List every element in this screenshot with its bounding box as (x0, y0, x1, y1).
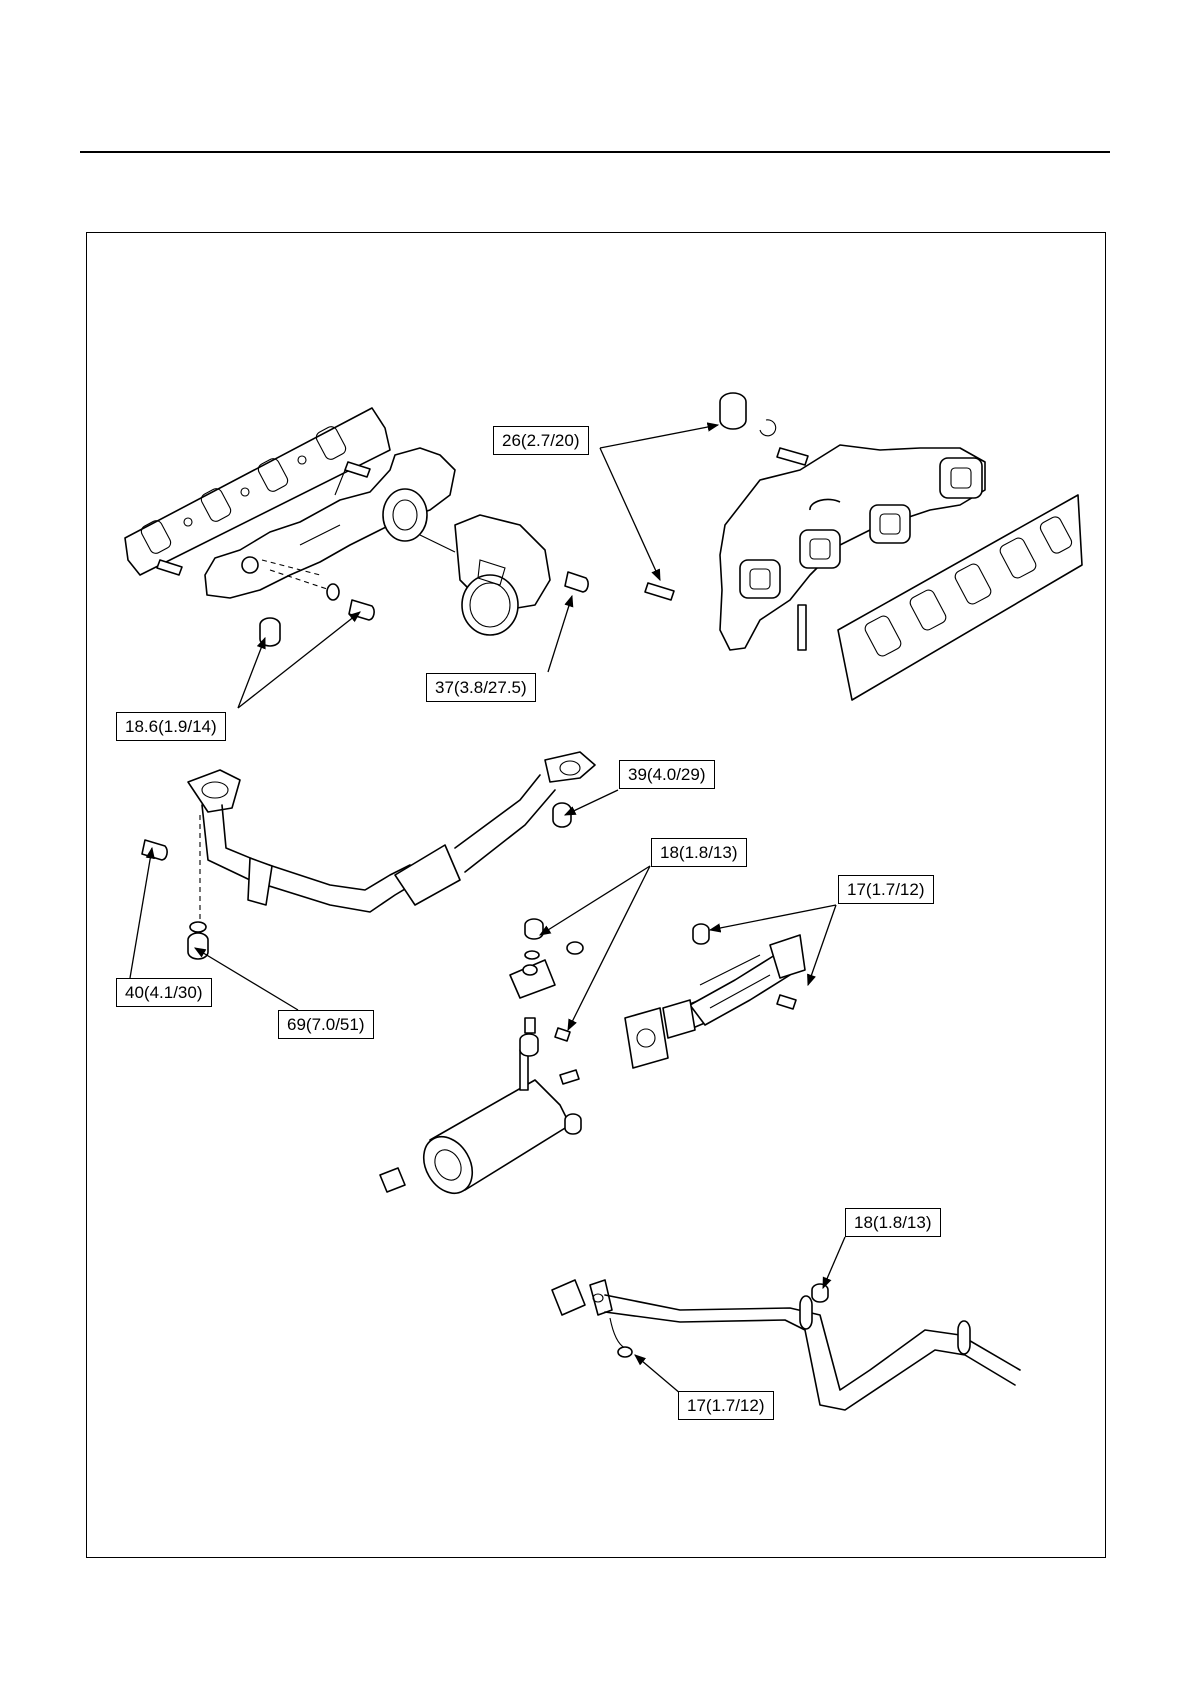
exhaust-elbow (420, 515, 550, 635)
center-muffler (380, 1050, 581, 1202)
tail-pipe (552, 1280, 1020, 1410)
torque-label-69: 69(7.0/51) (278, 1010, 374, 1039)
torque-label-18-upper: 18(1.8/13) (651, 838, 747, 867)
torque-label-17-upper: 17(1.7/12) (838, 875, 934, 904)
flange-gaskets-mid (625, 1000, 695, 1068)
torque-label-40: 40(4.1/30) (116, 978, 212, 1007)
catalytic-converter (675, 924, 805, 1030)
torque-label-18-lower: 18(1.8/13) (845, 1208, 941, 1237)
torque-label-37: 37(3.8/27.5) (426, 673, 536, 702)
torque-label-39: 39(4.0/29) (619, 760, 715, 789)
torque-label-17-lower: 17(1.7/12) (678, 1391, 774, 1420)
front-pipe-fasteners (142, 803, 571, 959)
muffler-hanger (510, 919, 583, 1056)
torque-label-18-6: 18.6(1.9/14) (116, 712, 226, 741)
torque-label-26: 26(2.7/20) (493, 426, 589, 455)
front-exhaust-pipe (188, 752, 595, 912)
